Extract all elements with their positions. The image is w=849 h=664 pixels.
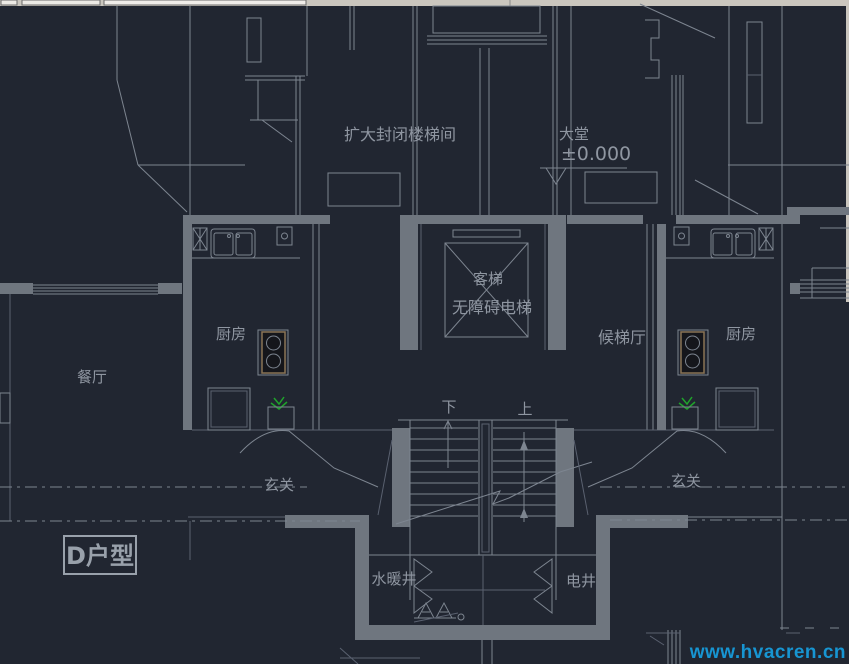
sink-symbol-right	[710, 228, 756, 259]
up-arrow-icon	[520, 432, 528, 522]
louver-symbol-left	[413, 558, 433, 615]
down-arrow-icon	[443, 419, 453, 468]
meter-symbol-right	[758, 227, 774, 251]
meter-symbol-left	[192, 227, 208, 251]
label-plumbing-shaft: 水暖井	[371, 570, 416, 588]
stove-symbol-left	[257, 329, 289, 376]
entry-door-right	[587, 429, 727, 488]
plant-symbol-left	[270, 396, 288, 410]
label-entry-right: 玄关	[671, 472, 701, 490]
label-dining: 餐厅	[77, 368, 107, 386]
label-up: 上	[517, 400, 532, 418]
label-kitchen-right: 厨房	[726, 325, 756, 343]
break-line	[395, 461, 593, 525]
unit-label-box: D户型	[63, 535, 137, 575]
thick-walls	[0, 207, 849, 640]
label-accessible-elevator: 无障碍电梯	[452, 298, 532, 317]
centerlines	[0, 486, 849, 629]
label-kitchen-left: 厨房	[216, 325, 246, 343]
elevator-shaft	[444, 229, 529, 338]
entry-door-left	[239, 429, 379, 488]
stairwell-mat	[327, 172, 401, 207]
louver-symbol-right	[533, 558, 553, 615]
sink-symbol-left	[210, 228, 256, 259]
watermark-link[interactable]: www.hvacren.cn	[689, 642, 846, 663]
label-electrical-shaft: 电井	[566, 572, 596, 590]
hob-box-left	[276, 226, 293, 246]
label-elevator: 客梯	[473, 270, 503, 288]
unit-label: D户型	[66, 542, 134, 570]
plant-symbol-right	[678, 396, 696, 410]
stove-symbol-right	[677, 329, 709, 376]
lobby-mat	[584, 171, 658, 204]
label-entry-left: 玄关	[264, 476, 294, 494]
elevation-marker	[540, 167, 627, 185]
label-waiting-hall: 候梯厅	[598, 328, 646, 347]
staircase	[369, 419, 596, 625]
hob-box-right	[673, 226, 690, 246]
toolbar-remnant	[0, 0, 849, 6]
label-elevation: ±0.000	[561, 143, 631, 165]
label-down: 下	[441, 398, 456, 416]
counter-right	[715, 387, 759, 431]
label-stairwell: 扩大封闭楼梯间	[344, 125, 456, 144]
elevator-door	[452, 229, 521, 238]
scrollbar-remnant[interactable]	[846, 6, 849, 302]
counter-left	[207, 387, 251, 431]
label-lobby: 大堂	[559, 125, 589, 143]
ladder-symbol	[413, 601, 465, 623]
cabinet-right	[671, 406, 699, 430]
cabinet-left	[267, 406, 295, 430]
grid-and-wall-lines	[0, 3, 849, 664]
